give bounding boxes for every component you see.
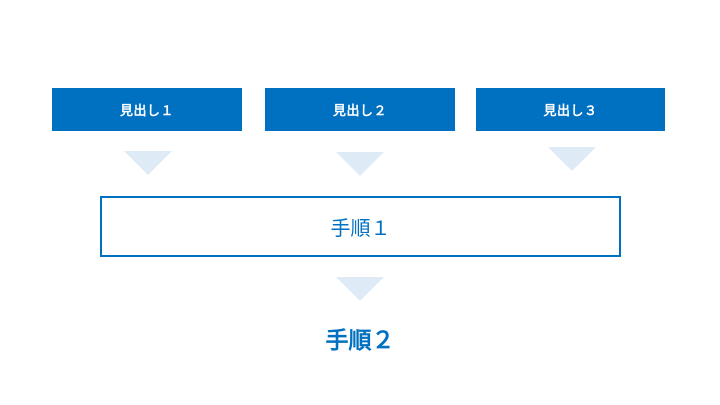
heading-box-2: 見出し２ [265, 88, 455, 131]
down-arrow-icon [336, 277, 384, 301]
heading-box-1: 見出し１ [52, 88, 242, 131]
step-1-box: 手順１ [100, 196, 621, 257]
step-2-label: 手順２ [325, 328, 395, 354]
down-arrow-icon [548, 147, 596, 171]
down-arrow-icon [336, 152, 384, 176]
heading-box-3: 見出し３ [476, 88, 665, 131]
down-arrow-icon [124, 151, 172, 175]
